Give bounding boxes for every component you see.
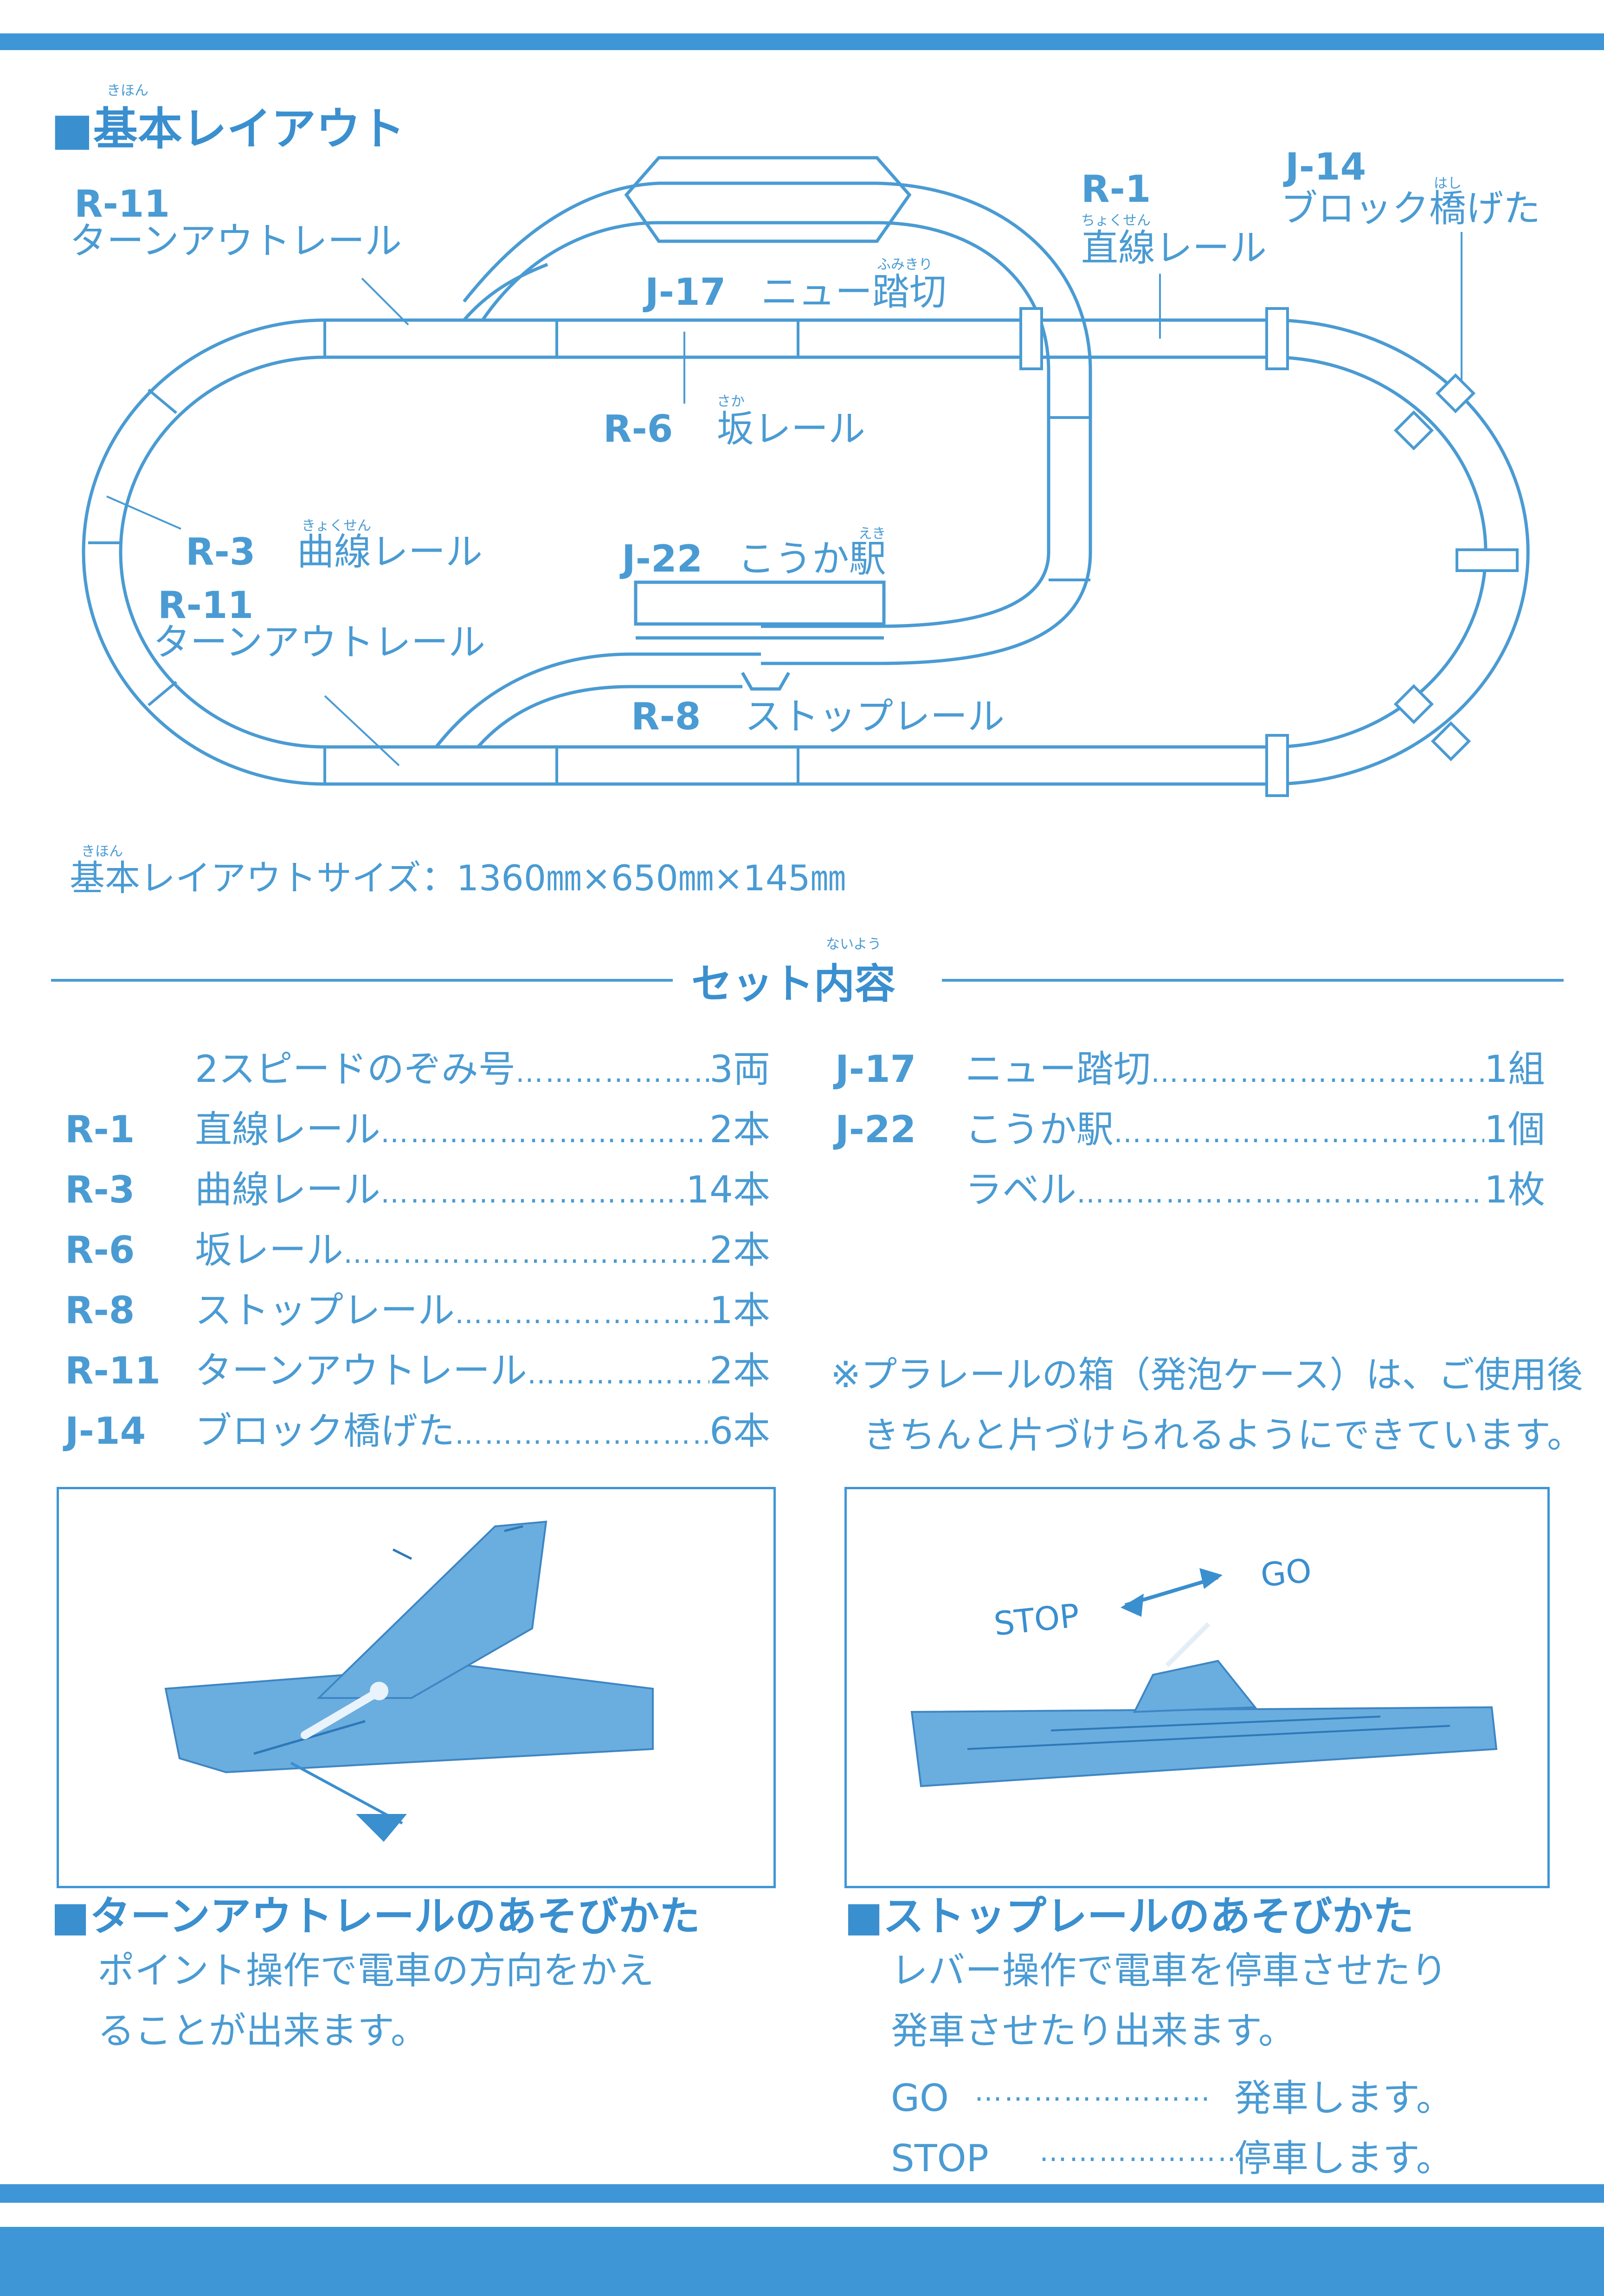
- storage-note-line2: きちんと片づけられるようにできています。: [863, 1415, 1584, 1456]
- label-j17-code: J-17: [645, 270, 726, 314]
- go-leader: ……………………: [974, 2075, 1212, 2108]
- item-code: R-1: [65, 1108, 135, 1151]
- item-code: R-3: [65, 1168, 135, 1211]
- arrow-left-icon: [1121, 1594, 1144, 1617]
- go-desc: 発車します。: [1234, 2077, 1453, 2120]
- item-name: 直線レール: [195, 1108, 380, 1151]
- bottom-border-band-thin: [0, 2184, 1604, 2203]
- item-qty: 6本: [709, 1409, 770, 1453]
- item-code: R-8: [65, 1289, 135, 1332]
- stop-desc-line2: 発車させたり出来ます。: [891, 2009, 1295, 2052]
- label-j14-ruby: はし: [1434, 175, 1462, 192]
- item-name: ブロック橋げた: [195, 1409, 455, 1453]
- list-item: J-17 ニュー踏切 ……………………………………………… 1組: [835, 1048, 1545, 1091]
- list-item: R-1 直線レール ……………………………………………… 2本: [65, 1108, 770, 1151]
- item-qty: 2本: [709, 1228, 770, 1272]
- label-j14-name: ブロック橋げた: [1281, 187, 1540, 230]
- arrow-right-icon: [1199, 1568, 1223, 1589]
- label-r1-ruby: ちょくせん: [1081, 212, 1151, 229]
- item-name: ターンアウトレール: [195, 1349, 527, 1392]
- item-code: J-14: [65, 1409, 146, 1453]
- label-r11-bottom-name: ターンアウトレール: [153, 621, 485, 664]
- label-r3-ruby: きょくせん: [302, 518, 371, 534]
- label-r3-name: 曲線レール: [297, 530, 483, 573]
- layout-section-title: ■基本レイアウト: [51, 103, 405, 155]
- label-j22-name: こうか駅: [738, 537, 886, 580]
- list-item: R-6 坂レール ……………………………………………… 2本: [65, 1228, 770, 1272]
- stop-rail-illustration: STOP GO: [910, 1551, 1498, 1788]
- label-r8-name: ストップレール: [745, 695, 1005, 738]
- item-name: ストップレール: [195, 1289, 455, 1332]
- stop-desc: 停車します。: [1234, 2137, 1453, 2180]
- item-name: ラベル: [965, 1168, 1076, 1211]
- label-r1-name: 直線レール: [1081, 226, 1267, 270]
- item-qty: 1枚: [1484, 1168, 1545, 1211]
- turnout-rail-illustration: [164, 1520, 654, 1842]
- item-name: こうか駅: [965, 1108, 1114, 1151]
- label-r1-code: R-1: [1081, 167, 1151, 211]
- label-j22-ruby: えき: [858, 526, 886, 542]
- label-j22-code: J-22: [622, 537, 703, 580]
- item-code: J-17: [835, 1048, 916, 1091]
- list-item: J-14 ブロック橋げた ……………………………………………… 6本: [65, 1409, 770, 1453]
- item-qty: 1組: [1484, 1048, 1545, 1091]
- label-r6-name: 坂レール: [717, 407, 865, 450]
- track-layout-diagram: [82, 156, 1530, 797]
- go-label: GO: [891, 2077, 949, 2120]
- label-j14-code: J-14: [1285, 145, 1366, 188]
- stop-desc-line1: レバー操作で電車を停車させたり: [891, 1949, 1448, 1992]
- label-r11-bottom-code: R-11: [158, 584, 254, 627]
- item-code: R-11: [65, 1349, 161, 1392]
- stop-label: STOP: [891, 2137, 989, 2180]
- label-r11-top-code: R-11: [74, 182, 170, 225]
- item-qty: 3両: [709, 1048, 770, 1091]
- item-qty: 1本: [709, 1289, 770, 1332]
- contents-rule-right: [942, 979, 1564, 982]
- list-item: R-8 ストップレール ……………………………………………… 1本: [65, 1289, 770, 1332]
- turnout-section-title: ■ターンアウトレールのあそびかた: [51, 1892, 700, 1940]
- photo-stop-label: STOP: [992, 1596, 1081, 1643]
- label-j17-name: ニュー踏切: [761, 270, 947, 314]
- item-qty: 2本: [709, 1108, 770, 1151]
- turnout-desc-line1: ポイント操作で電車の方向をかえ: [97, 1949, 654, 1992]
- label-r6-ruby: さか: [717, 393, 745, 410]
- list-item: 2スピードのぞみ号 ……………………………………………… 3両: [195, 1048, 770, 1091]
- label-r11-top-name: ターンアウトレール: [70, 219, 402, 263]
- item-qty: 1個: [1484, 1108, 1545, 1151]
- contents-heading: セット内容: [691, 960, 896, 1008]
- item-name: 2スピードのぞみ号: [195, 1048, 515, 1091]
- layout-size-text: 基本レイアウトサイズ：1360㎜×650㎜×145㎜: [70, 857, 846, 899]
- contents-heading-ruby: ないよう: [826, 936, 882, 952]
- label-r6-code: R-6: [603, 407, 673, 450]
- item-name: 坂レール: [195, 1228, 343, 1272]
- turnout-rail-photo: [57, 1487, 776, 1888]
- label-r8-code: R-8: [631, 695, 701, 738]
- item-qty: 14本: [686, 1168, 770, 1211]
- stop-leader: …………………: [1039, 2135, 1247, 2168]
- size-ruby: きほん: [81, 843, 123, 860]
- arrow-down-icon: [356, 1814, 407, 1842]
- layout-title-ruby: きほん: [107, 83, 148, 99]
- item-name: ニュー踏切: [965, 1048, 1151, 1091]
- list-item: R-3 曲線レール ……………………………………………… 14本: [65, 1168, 770, 1211]
- contents-rule-left: [51, 979, 673, 982]
- list-item: J-22 こうか駅 ……………………………………………… 1個: [835, 1108, 1545, 1151]
- item-code: J-22: [835, 1108, 916, 1151]
- item-code: R-6: [65, 1228, 135, 1272]
- stop-rail-photo: STOP GO: [844, 1487, 1550, 1888]
- storage-note-line1: ※プラレールの箱（発泡ケース）は、ご使用後: [831, 1354, 1583, 1396]
- list-item: R-11 ターンアウトレール ……………………………………………… 2本: [65, 1349, 770, 1392]
- item-qty: 2本: [709, 1349, 770, 1392]
- top-border-band: [0, 33, 1604, 50]
- list-item: ラベル ……………………………………………… 1枚: [965, 1168, 1545, 1211]
- label-r3-code: R-3: [186, 530, 256, 573]
- photo-go-label: GO: [1259, 1551, 1313, 1595]
- label-j17-ruby: ふみきり: [877, 257, 933, 273]
- bottom-border-band: [0, 2227, 1604, 2296]
- stop-section-title: ■ストップレールのあそびかた: [844, 1892, 1414, 1940]
- item-name: 曲線レール: [195, 1168, 380, 1211]
- turnout-desc-line2: ることが出来ます。: [97, 2009, 428, 2052]
